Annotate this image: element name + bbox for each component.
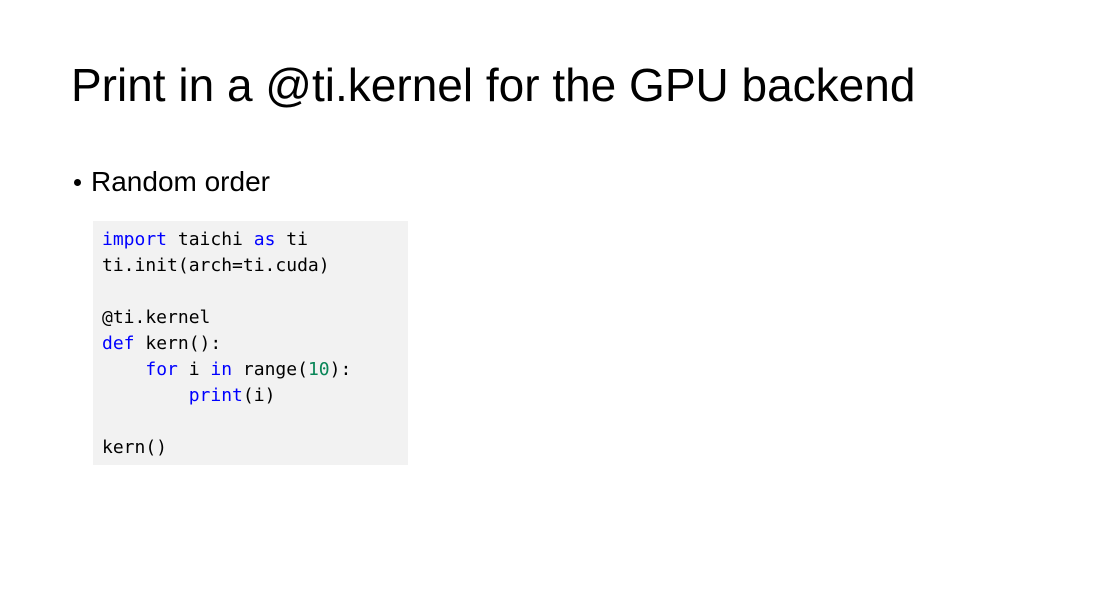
code-line: kern() (102, 435, 408, 461)
code-token: (i) (242, 385, 276, 406)
code-token: for (145, 359, 178, 380)
code-token: in (210, 359, 233, 380)
code-line: @ti.kernel (102, 305, 408, 331)
code-token: kern() (102, 437, 168, 458)
code-line: def kern(): (102, 331, 408, 357)
code-token: @ti.kernel (102, 307, 211, 328)
code-token: 10 (307, 359, 330, 380)
bullet-dot-icon (74, 179, 81, 186)
code-token: ti (275, 229, 308, 250)
code-line (102, 279, 408, 305)
code-token: print (188, 385, 243, 406)
code-token: range( (232, 359, 308, 380)
code-token (102, 359, 145, 380)
code-token: kern(): (134, 333, 222, 354)
code-token: import (102, 229, 168, 250)
code-line: ti.init(arch=ti.cuda) (102, 253, 408, 279)
code-token: i (177, 359, 211, 380)
code-token: ti.init(arch=ti.cuda) (102, 255, 330, 276)
bullet-text: Random order (91, 166, 270, 197)
code-token: ): (329, 359, 352, 380)
code-line (102, 409, 408, 435)
code-token: as (253, 229, 276, 250)
code-token: def (102, 333, 135, 354)
code-line: for i in range(10): (102, 357, 408, 383)
code-token (102, 385, 189, 406)
code-line: import taichi as ti (102, 227, 408, 253)
bullet-item: Random order (74, 164, 270, 200)
code-token: taichi (167, 229, 254, 250)
code-line: print(i) (102, 383, 408, 409)
slide-title: Print in a @ti.kernel for the GPU backen… (71, 59, 916, 111)
